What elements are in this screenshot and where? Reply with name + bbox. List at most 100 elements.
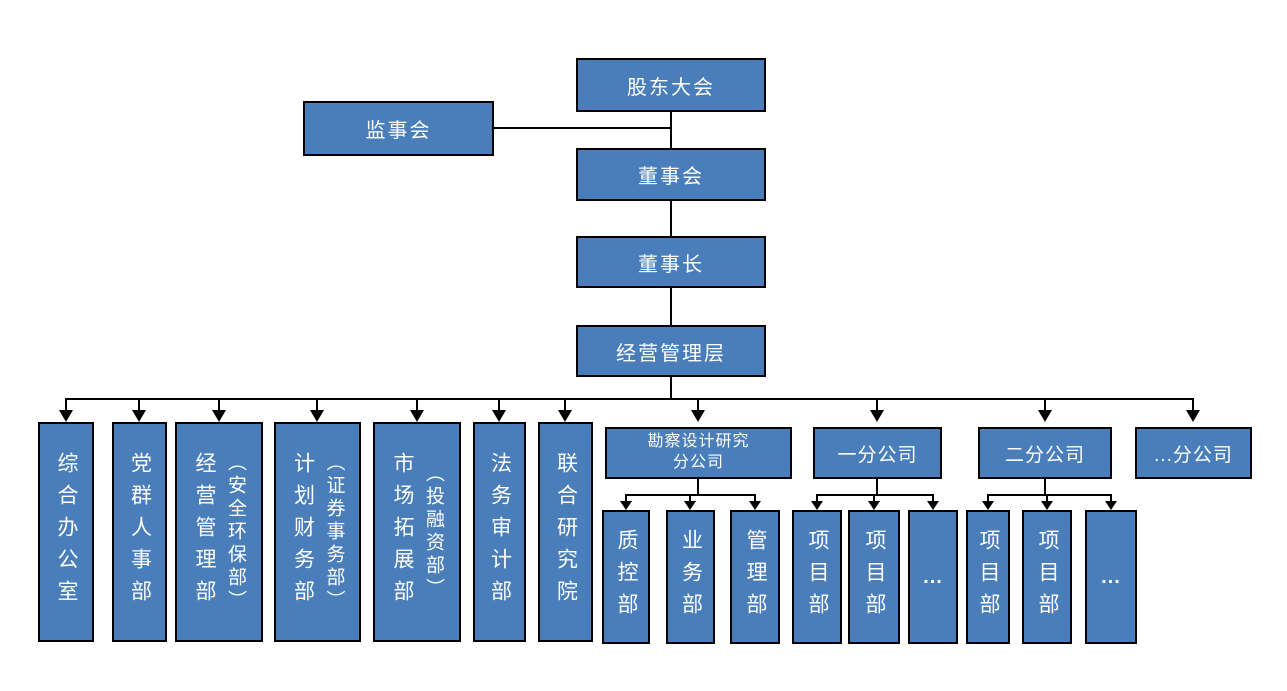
branch1-more: ... (908, 510, 958, 644)
connector-supervisory (494, 127, 672, 129)
arrow-stem (498, 398, 500, 412)
dept-joint-research-institute: 联合研究院 (538, 422, 593, 642)
arrowhead-down (684, 501, 696, 510)
connector-board-chairman (670, 200, 672, 237)
dept-general-office: 综合办公室 (38, 422, 94, 642)
arrowhead-down (492, 410, 506, 422)
ellipsis-label: ... (1101, 565, 1121, 588)
branch-label: 二分公司 (1004, 444, 1085, 466)
node-supervisory-board: 监事会 (303, 101, 494, 156)
dept-market-development: 市场拓展部 （投融资部） (373, 422, 461, 642)
branch-label-line2: 分公司 (672, 454, 724, 471)
branch-other: ...分公司 (1135, 427, 1252, 479)
arrow-stem (987, 494, 989, 503)
arrowhead-down (1038, 410, 1052, 422)
arrowhead-down (212, 410, 226, 422)
branch1-project-1: 项目部 (792, 510, 842, 644)
arrowhead-down (870, 410, 884, 422)
dept-operations-management: 经营管理部 （安全环保部） (175, 422, 263, 642)
arrow-stem (932, 494, 934, 503)
node-label: 经营管理层 (616, 342, 726, 365)
survey-child-business: 业务部 (666, 510, 715, 644)
arrowhead-down (1105, 501, 1117, 510)
node-label: 董事长 (638, 253, 704, 276)
node-shareholders-meeting: 股东大会 (576, 58, 766, 112)
dept-label: 经营管理部 (193, 452, 216, 612)
arrowhead-down (410, 410, 424, 422)
arrowhead-down (59, 410, 73, 422)
arrow-stem (218, 398, 220, 412)
branch-survey-design: 勘察设计研究 分公司 (605, 427, 792, 479)
node-label: 股东大会 (627, 76, 715, 99)
branch2-more: ... (1085, 510, 1137, 644)
node-chairman: 董事长 (576, 236, 766, 288)
arrowhead-down (691, 410, 705, 422)
arrow-stem (1046, 494, 1048, 503)
branch1-subline (817, 494, 933, 496)
arrowhead-down (982, 501, 994, 510)
branch-label: ...分公司 (1154, 444, 1233, 466)
arrowhead-down (811, 501, 823, 510)
child-label: 管理部 (744, 529, 767, 625)
arrowhead-down (1186, 410, 1200, 422)
arrowhead-down (927, 501, 939, 510)
branch-label: 一分公司 (837, 444, 918, 466)
dept-planning-finance: 计划财务部 （证券事务部） (274, 422, 361, 642)
branch-second: 二分公司 (978, 427, 1112, 479)
branch2-project-1: 项目部 (966, 510, 1010, 644)
child-label: 项目部 (1036, 529, 1059, 625)
arrowhead-down (620, 501, 632, 510)
child-label: 项目部 (806, 529, 829, 625)
branch2-subline (988, 494, 1111, 496)
arrow-stem (873, 494, 875, 503)
dept-label: 计划财务部 (291, 452, 315, 612)
child-label: 项目部 (977, 529, 1000, 625)
dept-label: 党群人事部 (128, 452, 152, 612)
child-label: 质控部 (615, 529, 638, 625)
dept-sublabel: （投融资部） (423, 463, 444, 601)
node-board-of-directors: 董事会 (576, 148, 766, 201)
trunk-line (65, 398, 1194, 400)
branch1-project-2: 项目部 (848, 510, 900, 644)
dept-label: 联合研究院 (554, 452, 578, 612)
arrow-stem (697, 398, 699, 412)
arrow-stem (65, 398, 67, 412)
dept-label: 法务审计部 (488, 452, 512, 612)
arrow-stem (1044, 398, 1046, 412)
arrowhead-down (868, 501, 880, 510)
child-label: 项目部 (863, 529, 886, 625)
survey-child-quality-control: 质控部 (602, 510, 650, 644)
node-label: 监事会 (365, 120, 432, 142)
arrow-stem (1192, 398, 1194, 412)
arrow-stem (876, 398, 878, 412)
child-label: 业务部 (679, 529, 703, 625)
branch-first: 一分公司 (813, 427, 942, 479)
arrow-stem (689, 494, 691, 503)
node-management-level: 经营管理层 (576, 325, 766, 377)
arrowhead-down (1041, 501, 1053, 510)
connector-survey-stub (697, 479, 699, 495)
branch-label-line1: 勘察设计研究 (647, 433, 750, 451)
connector-chairman-management (670, 287, 672, 326)
arrowhead-down (132, 410, 146, 422)
arrow-stem (316, 398, 318, 412)
arrowhead-down (749, 501, 761, 510)
arrowhead-down (558, 410, 572, 422)
arrow-stem (564, 398, 566, 412)
arrow-stem (416, 398, 418, 412)
dept-label: 市场拓展部 (391, 452, 414, 612)
ellipsis-label: ... (923, 565, 943, 588)
dept-label: 综合办公室 (55, 452, 78, 612)
connector-management-trunk (670, 376, 672, 400)
arrow-stem (1110, 494, 1112, 503)
dept-legal-audit: 法务审计部 (473, 422, 526, 642)
connector-branch1-stub (876, 478, 878, 495)
arrow-stem (138, 398, 140, 412)
connector-shareholders-board (670, 110, 672, 149)
arrow-stem (816, 494, 818, 503)
survey-child-management: 管理部 (730, 510, 780, 644)
arrow-stem (754, 494, 756, 503)
connector-branch2-stub (1044, 479, 1046, 495)
dept-party-personnel: 党群人事部 (112, 422, 167, 642)
